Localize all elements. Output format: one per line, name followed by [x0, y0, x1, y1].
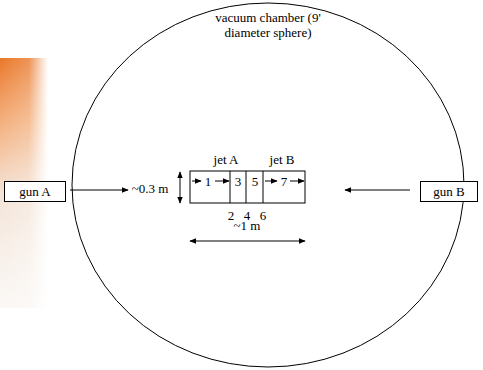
boundary-number: 6 — [260, 208, 267, 223]
region-arrow — [265, 181, 277, 182]
gun-a-arrow — [70, 190, 128, 191]
region-number: 3 — [235, 174, 242, 189]
dimension-label: ~0.3 m — [132, 181, 169, 196]
divider — [263, 171, 264, 203]
boundary-number: 2 — [228, 208, 235, 223]
divider — [230, 171, 231, 203]
region-number: 5 — [252, 174, 259, 189]
gun-name: gun A — [5, 184, 65, 199]
gun-name: gun B — [421, 184, 477, 199]
region-number: 7 — [281, 174, 288, 189]
jet-box — [190, 171, 305, 203]
gun-box: gun B — [420, 181, 478, 202]
region-arrow — [215, 181, 229, 182]
divider — [246, 171, 247, 203]
chamber-ellipse — [72, 3, 464, 367]
chamber-label: vacuum chamber (9' diameter sphere) — [201, 10, 335, 40]
height-dimension — [180, 172, 181, 203]
jet-label: jet A — [214, 152, 239, 167]
chamber-outline — [71, 2, 465, 368]
width-dimension — [190, 241, 305, 242]
jet-label: jet B — [270, 152, 295, 167]
gun-box: gun A — [4, 181, 66, 202]
region-number: 1 — [205, 174, 212, 189]
gun-b-arrow — [345, 190, 410, 191]
region-arrow — [290, 181, 304, 182]
region-arrow — [192, 181, 201, 182]
dimension-label: ~1 m — [234, 218, 261, 233]
chamber-sphere: vacuum chamber (9' diameter sphere) — [71, 2, 465, 368]
